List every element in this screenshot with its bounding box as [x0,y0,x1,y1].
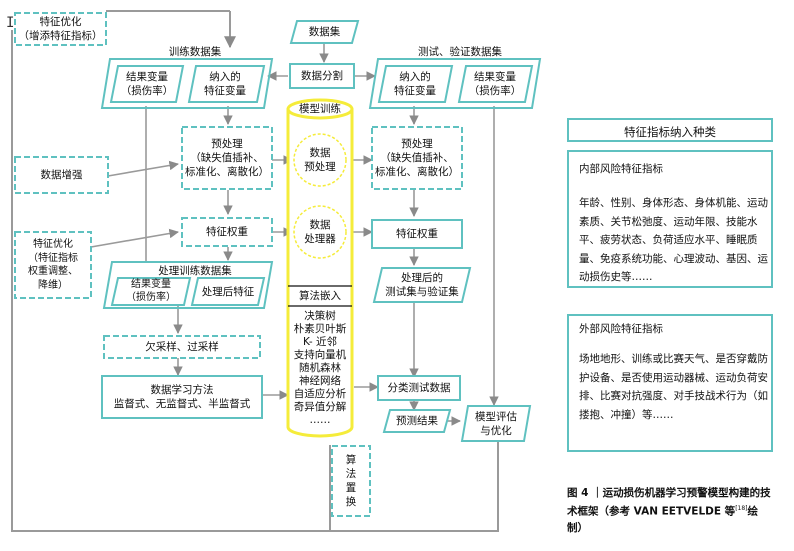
internal-risk-text: 年龄、性别、身体形态、身体机能、运动素质、关节松弛度、运动年限、技能水平、疲劳状… [579,197,768,283]
outcome-var-right-label: 结果变量 （损伤率） [468,71,522,97]
sidebar-heading-box: 特征指标纳入种类 [567,118,773,142]
feature-weight-left-label: 特征权重 [206,226,248,238]
outcome-var-right-shape [457,65,534,103]
feature-weight-left-box [181,217,273,247]
algo-replace-label: 算 法 置 换 [345,454,357,508]
outcome-var-processed-shape [110,277,192,306]
processed-test-shape [372,267,472,303]
preprocess-left-box [181,126,273,190]
caption-suffix: 绘制） [567,505,759,534]
dataset-label: 数据集 [308,26,341,38]
figure-caption: 图 4 ｜运动损伤机器学习预警模型构建的技术框架（参考 VAN EETVELDE… [567,485,772,536]
preprocess-right-label: 预处理 （缺失值插补、 标准化、离散化） [375,138,459,178]
external-risk-text: 场地地形、训练或比赛天气、是否穿戴防护设备、是否使用运动器械、运动负荷安排、比赛… [579,353,768,421]
caption-ref: [18] [735,505,748,512]
sampling-label: 欠采样、过采样 [145,341,219,353]
data-preprocessor-label: 数据 预处理 [304,147,336,173]
class-test-box [377,375,461,401]
predict-result-shape [382,409,452,433]
processed-feature-shape [190,277,266,306]
text-cursor-icon: I [6,15,15,31]
feature-opt-top-label: 特征优化 （增添特征指标） [18,16,103,42]
feature-weight-right-label: 特征权重 [396,228,438,240]
processed-train-label: 处理训练数据集 [158,265,232,277]
included-feature-left-shape [187,65,266,103]
feature-opt-top-box [14,12,107,46]
data-augment-label: 数据增强 [40,169,83,181]
outcome-var-left-label: 结果变量 （损伤率） [120,71,174,97]
included-feature-right-shape [377,65,454,103]
data-processor-label: 数据 处理器 [304,219,336,245]
external-risk-title: 外部风险特征指标 [579,323,663,335]
feedback-loop-lines [11,10,499,532]
train-set-label: 训练数据集 [168,46,222,58]
algo-list: 决策树 朴素贝叶斯 K- 近邻 支持向量机 随机森林 神经网络 自适应分析 奇异… [293,309,347,426]
model-training-cylinder [286,98,354,438]
included-feature-left-label: 纳入的 特征变量 [204,71,246,97]
test-set-container [368,58,542,109]
algo-replace-box [331,445,371,517]
data-split-box [289,63,355,89]
sampling-box [103,335,261,359]
train-set-container [100,58,274,109]
outcome-var-left-shape [109,65,185,103]
outcome-var-processed-label: 结果变量 （损伤率） [126,279,176,303]
data-split-label: 数据分割 [301,70,343,82]
data-processor-circle [293,205,347,259]
class-test-label: 分类测试数据 [387,382,451,394]
external-risk-box: 外部风险特征指标 场地地形、训练或比赛天气、是否穿戴防护设备、是否使用运动器械、… [567,314,773,452]
internal-risk-box: 内部风险特征指标 年龄、性别、身体形态、身体机能、运动素质、关节松弛度、运动年限… [567,150,773,288]
feature-weight-right-box [371,219,463,249]
caption-prefix: 图 4 ｜运动损伤机器学习预警模型构建的技术框架（参考 VAN EETVELDE… [567,487,771,518]
sidebar-heading: 特征指标纳入种类 [624,125,716,139]
learning-method-box [101,375,263,419]
feature-opt-left-label: 特征优化 （特征指标 权重调整、 降维） [28,239,78,291]
processed-train-container [102,261,274,309]
preprocess-right-box [371,126,463,190]
learning-method-label: 数据学习方法 监督式、无监督式、半监督式 [113,384,251,410]
test-set-label: 测试、验证数据集 [418,46,502,58]
dataset-shape [289,20,360,44]
preprocess-left-label: 预处理 （缺失值插补、 标准化、离散化） [185,138,269,178]
internal-risk-title: 内部风险特征指标 [579,163,663,175]
feature-opt-left-box [14,231,92,299]
connector-lines [90,43,499,426]
processed-feature-label: 处理后特征 [201,285,255,298]
included-feature-right-label: 纳入的 特征变量 [394,71,436,97]
processed-test-label: 处理后的 测试集与验证集 [385,272,459,298]
predict-result-label: 预测结果 [396,415,438,427]
model-training-label: 模型训练 [299,103,341,115]
model-eval-shape [460,405,532,442]
model-eval-label: 模型评估 与优化 [475,410,517,437]
data-augment-box [14,156,109,194]
algo-embed-label: 算法嵌入 [299,290,341,302]
data-preprocessor-circle [293,133,347,187]
